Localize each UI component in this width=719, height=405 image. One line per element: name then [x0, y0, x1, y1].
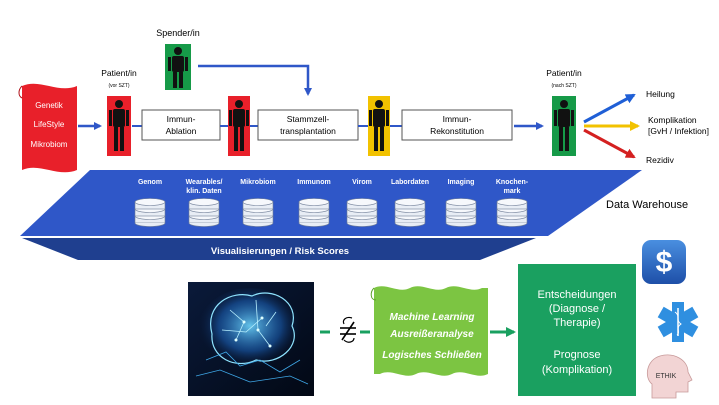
database-stack [496, 198, 528, 227]
svg-text:Ablation: Ablation [166, 126, 197, 136]
patient-after-figure [552, 96, 576, 156]
database-stack [346, 198, 378, 227]
decision-box: Entscheidungen (Diagnose / Therapie) Pro… [518, 264, 636, 396]
data-warehouse-panel [20, 170, 642, 236]
svg-text:Machine Learning: Machine Learning [389, 312, 474, 323]
svg-text:(Komplikation): (Komplikation) [542, 364, 612, 376]
svg-text:Immun-: Immun- [443, 114, 472, 124]
svg-text:Knochen-: Knochen- [496, 179, 529, 186]
svg-text:Immunom: Immunom [297, 179, 330, 186]
patient-before-sublabel: (vor SZT) [108, 83, 129, 89]
database-stacks [134, 198, 528, 227]
process-box-immun-ablation: Immun- Ablation [141, 109, 221, 141]
svg-text:Rekonstitution: Rekonstitution [430, 126, 484, 136]
visualization-band [22, 238, 536, 260]
svg-text:Ausreißeranalyse: Ausreißeranalyse [389, 329, 474, 340]
svg-text:Therapie): Therapie) [553, 317, 600, 329]
data-warehouse-label: Data Warehouse [606, 199, 688, 211]
warehouse-category-labels: Genom Wearables/ klin. Daten Mikrobiom I… [138, 179, 529, 195]
svg-text:Prognose: Prognose [553, 349, 600, 361]
patient-after-sublabel: (nach SZT) [551, 83, 576, 89]
patient-figure-ablated [228, 96, 250, 156]
svg-text:Logisches Schließen: Logisches Schließen [382, 350, 481, 361]
patient-before-figure [107, 96, 131, 156]
svg-text:Genom: Genom [138, 179, 162, 186]
svg-text:Stammzell-: Stammzell- [287, 114, 330, 124]
brain-circuit-icon [188, 282, 314, 396]
svg-text:(Diagnose /: (Diagnose / [549, 303, 606, 315]
database-stack [188, 198, 220, 227]
svg-text:mark: mark [504, 188, 521, 195]
outcome-komplikation-detail: [GvH / Infektion] [648, 126, 709, 136]
banner-item-genetik: Genetik [35, 101, 64, 110]
outcome-rezidiv: Rezidiv [646, 155, 675, 165]
ethics-head-icon: ETHIK [646, 354, 693, 399]
process-box-immun-rekonstitution: Immun- Rekonstitution [401, 109, 513, 141]
banner-item-mikrobiom: Mikrobiom [31, 140, 68, 149]
svg-text:Mikrobiom: Mikrobiom [240, 179, 275, 186]
svg-text:klin. Daten: klin. Daten [186, 188, 221, 195]
donor-label: Spender/in [156, 28, 200, 38]
outcome-arrow-rezidiv [583, 128, 636, 159]
banner-item-lifestyle: LifeStyle [34, 120, 65, 129]
patient-before-label: Patient/in [101, 68, 137, 78]
database-stack [134, 198, 166, 227]
patient-after-label: Patient/in [546, 68, 582, 78]
svg-text:Virom: Virom [352, 179, 372, 186]
donor-figure [165, 44, 191, 90]
not-equal-icon [340, 316, 356, 343]
svg-text:transplantation: transplantation [280, 126, 336, 136]
svg-text:Wearables/: Wearables/ [186, 179, 223, 186]
outcome-arrow-heilung [583, 93, 636, 124]
star-of-life-icon [657, 302, 699, 342]
svg-text:Imaging: Imaging [448, 179, 475, 186]
database-stack [298, 198, 330, 227]
database-stack [445, 198, 477, 227]
left-risk-banner: Genetik LifeStyle Mikrobiom [18, 83, 77, 173]
outcome-heilung: Heilung [646, 89, 675, 99]
arrow-donor-to-transplant [198, 64, 312, 96]
machine-learning-box: Machine Learning Ausreißeranalyse Logisc… [370, 286, 488, 376]
svg-text:Labordaten: Labordaten [391, 179, 429, 186]
ethics-text: ETHIK [656, 373, 677, 380]
visualization-label: Visualisierungen / Risk Scores [211, 246, 349, 257]
svg-text:$: $ [656, 246, 673, 279]
database-stack [394, 198, 426, 227]
svg-text:Entscheidungen: Entscheidungen [538, 289, 617, 301]
patient-figure-transplanted [368, 96, 390, 156]
process-box-stammzelltransplantation: Stammzell- transplantation [257, 109, 359, 141]
svg-text:Immun-: Immun- [167, 114, 196, 124]
dollar-app-icon: $ [642, 240, 686, 284]
outcome-komplikation: Komplikation [648, 115, 697, 125]
database-stack [242, 198, 274, 227]
